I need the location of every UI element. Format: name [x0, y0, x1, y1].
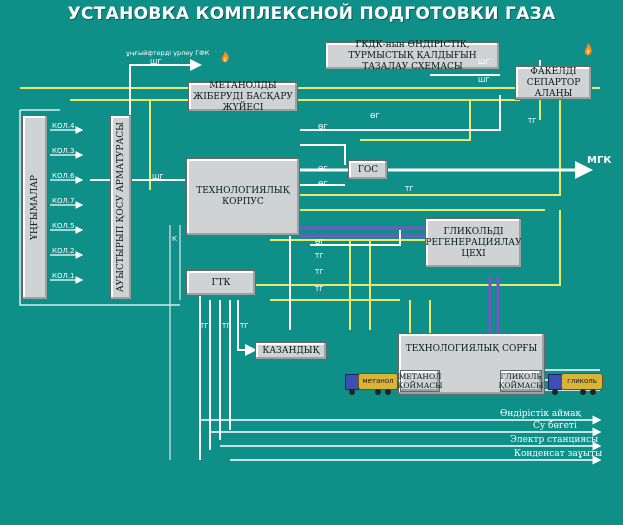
- line-label-tg: ТГ: [315, 285, 324, 293]
- line-label-og: ӨГ: [318, 165, 328, 173]
- line-label-tg: ТГ: [240, 322, 249, 330]
- flare-separator-label: ФАКЕЛДІ СЕПАРТОР АЛАҢЫ: [526, 66, 581, 99]
- methanol-truck-label: метанол: [358, 373, 398, 390]
- output-lines: [200, 369, 602, 465]
- well-label: КОЛ.2: [52, 247, 75, 255]
- gos-label: ГОС: [357, 164, 379, 175]
- gtk-label: ГТК: [211, 277, 231, 288]
- line-label-k: К: [172, 235, 177, 243]
- feeder-lines: [169, 225, 181, 460]
- well-label: КОЛ.7: [52, 197, 75, 205]
- glycol-truck-label: гликоль: [561, 373, 603, 390]
- methanol-lines: [300, 226, 500, 335]
- line-label-shg: ШГ: [150, 58, 162, 66]
- gtk-box[interactable]: ГТК: [186, 270, 256, 296]
- tech-corpus-box[interactable]: ТЕХНОЛОГИЯЛЫҚ КОРПУС: [186, 158, 300, 236]
- line-label-shg: ШГ: [152, 173, 164, 181]
- methanol-store-box[interactable]: МЕТАНОЛ ҚОЙМАСЫ: [397, 370, 443, 392]
- well-label: КОЛ.5: [52, 222, 75, 230]
- glycol-truck-icon: гликоль: [548, 372, 603, 396]
- line-label-og: ӨГ: [370, 112, 380, 120]
- manifold-label: АУЫСТЫРЫП ҚОСУ АРМАТУРАСЫ: [115, 122, 126, 293]
- gkdk-label: ГКДК-нын ӨНДІРІСТІК, ТУРМЫСТЫҚ ҚАЛДЫҒЫН …: [348, 39, 477, 72]
- line-label-shg: ШГ: [478, 76, 490, 84]
- well-label: КОЛ.1: [52, 272, 75, 280]
- line-label-shg: ШГ: [478, 58, 490, 66]
- line-label-og: ӨГ: [318, 123, 328, 131]
- output-label-industrial-zone: Өндірістік аймақ: [500, 409, 582, 419]
- diagram-title: УСТАНОВКА КОМПЛЕКСНОЙ ПОДГОТОВКИ ГАЗА: [67, 4, 556, 24]
- flare-separator-box[interactable]: ФАКЕЛДІ СЕПАРТОР АЛАҢЫ: [515, 66, 592, 100]
- output-label-dam: Су бөгеті: [533, 421, 577, 431]
- glycol-store-box[interactable]: ГЛИКОЛЬ ҚОЙМАСЫ: [498, 370, 544, 392]
- glycol-regeneration-label: ГЛИКОЛЬДІ РЕГЕНЕРАЦИЯЛАУ ЦЕХІ: [425, 226, 522, 259]
- line-label-tg: ТГ: [315, 268, 324, 276]
- output-label-condensate-plant: Конденсат заұыты: [514, 449, 603, 459]
- manifold-box[interactable]: АУЫСТЫРЫП ҚОСУ АРМАТУРАСЫ: [110, 115, 132, 300]
- line-label-og: ӨГ: [315, 238, 325, 246]
- well-label: КОЛ.3: [52, 147, 75, 155]
- line-label-tg: ТГ: [405, 185, 414, 193]
- flame-icon: [221, 51, 229, 63]
- line-label-tg: ТГ: [528, 117, 537, 125]
- line-label-og: ӨГ: [318, 180, 328, 188]
- boiler-box[interactable]: КАЗАНДЫҚ: [255, 342, 327, 360]
- well-lines: [19, 109, 180, 306]
- line-label-tg: ТГ: [222, 322, 231, 330]
- tech-corpus-label: ТЕХНОЛОГИЯЛЫҚ КОРПУС: [196, 186, 290, 207]
- methanol-store-label: МЕТАНОЛ ҚОЙМАСЫ: [397, 372, 443, 390]
- glycol-store-label: ГЛИКОЛЬ ҚОЙМАСЫ: [498, 372, 544, 390]
- well-label: КОЛ.6: [52, 172, 75, 180]
- tech-pump-label: ТЕХНОЛОГИЯЛЫҚ СОРҒЫ: [405, 344, 538, 354]
- wells-box[interactable]: ҰҢҒЫМАЛАР: [22, 115, 48, 300]
- mgk-label: МГК: [587, 155, 612, 166]
- glycol-regeneration-box[interactable]: ГЛИКОЛЬДІ РЕГЕНЕРАЦИЯЛАУ ЦЕХІ: [425, 218, 522, 268]
- boiler-label: КАЗАНДЫҚ: [262, 345, 320, 356]
- methanol-control-label: МЕТАНОЛДЫ ЖІБЕРУДІ БАСҚАРУ ЖҮЙЕСІ: [193, 80, 293, 113]
- well-label: КОЛ.4: [52, 122, 75, 130]
- gkdk-box[interactable]: ГКДК-нын ӨНДІРІСТІК, ТУРМЫСТЫҚ ҚАЛДЫҒЫН …: [325, 39, 500, 72]
- output-label-power-station: Электр станциясы: [510, 435, 599, 445]
- methanol-control-box[interactable]: МЕТАНОЛДЫ ЖІБЕРУДІ БАСҚАРУ ЖҮЙЕСІ: [188, 80, 298, 113]
- gos-box[interactable]: ГОС: [348, 160, 388, 180]
- line-label-tg: ТГ: [315, 252, 324, 260]
- wells-label: ҰҢҒЫМАЛАР: [29, 174, 40, 241]
- well-source-label: ұңғыйфтерді үрлеу ГФК: [126, 49, 210, 57]
- flare-flame-icon: [584, 43, 592, 56]
- condensate-lines: [20, 87, 600, 335]
- methanol-truck-icon: метанол: [345, 372, 398, 396]
- line-label-tg: ТГ: [200, 322, 209, 330]
